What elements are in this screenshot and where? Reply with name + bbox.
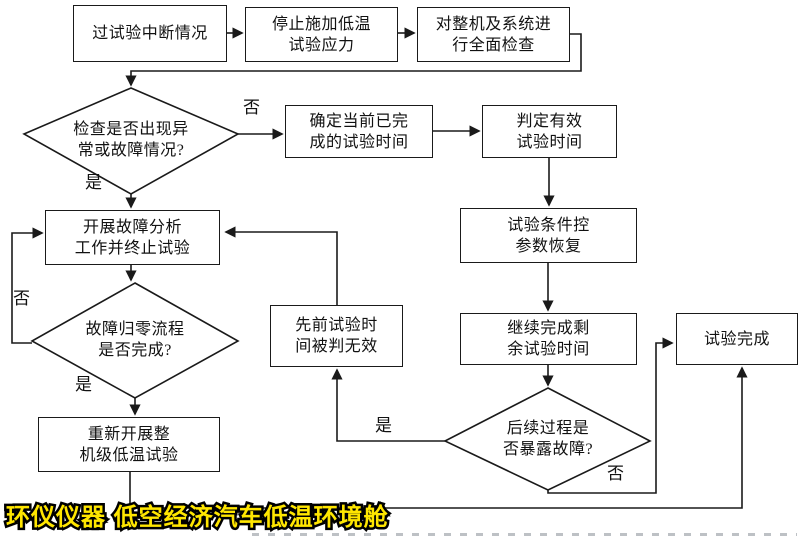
- node-text: 机级低温试验: [79, 446, 179, 464]
- edge-label-yes: 是: [85, 173, 102, 192]
- edge-inspection-to-check: [125, 33, 582, 87]
- node-text: 开展故障分析: [82, 218, 182, 236]
- node-text: 试验完成: [703, 330, 770, 348]
- edge-label-no: 否: [243, 98, 260, 117]
- node-text: 间被判无效: [295, 338, 378, 355]
- node-text: 参数恢复: [515, 237, 582, 255]
- node-stop-stress: 停止施加低温 试验应力: [245, 7, 398, 62]
- decision-check-abnormal: [22, 87, 240, 195]
- node-text: 余试验时间: [507, 341, 590, 358]
- edge-zero-no-loop: [11, 227, 44, 344]
- node-full-inspection: 对整机及系统进 行全面检查: [417, 7, 570, 62]
- node-text: 确定当前已完: [309, 112, 409, 130]
- node-text: 试验时间: [516, 133, 583, 151]
- decision-later-fault: [443, 387, 652, 491]
- decision-zero-process: [30, 282, 240, 399]
- node-text: 继续完成剩: [507, 320, 590, 337]
- edge-label-yes: 是: [75, 375, 92, 394]
- node-text: 试验应力: [288, 36, 355, 54]
- node-text: 先前试验时: [295, 317, 378, 334]
- cutoff-text-sliver: [252, 533, 797, 536]
- node-text: 成的试验时间: [309, 133, 409, 151]
- watermark-text: 环仪仪器 低空经济汽车低温环境舱: [4, 502, 391, 534]
- node-text: 过试验中断情况: [92, 25, 208, 42]
- node-prior-invalid: 先前试验时 间被判无效: [270, 305, 403, 367]
- edge-label-no: 否: [13, 289, 30, 308]
- node-text: 试验条件控: [507, 216, 590, 234]
- node-restart-test: 重新开展整 机级低温试验: [38, 417, 220, 472]
- node-test-complete: 试验完成: [676, 313, 798, 365]
- node-judge-valid-time: 判定有效 试验时间: [482, 105, 617, 158]
- node-text: 对整机及系统进: [435, 15, 552, 33]
- edge-label-no: 否: [607, 464, 624, 483]
- node-fault-analysis: 开展故障分析 工作并终止试验: [45, 210, 220, 265]
- node-test-interrupt: 过试验中断情况: [73, 5, 227, 62]
- node-text: 判定有效: [516, 112, 583, 130]
- edge-invalid-to-analysis: [224, 226, 338, 305]
- edge-label-yes: 是: [375, 416, 392, 435]
- edge-laterfault-yes-to-invalid: [331, 368, 445, 442]
- node-restore-params: 试验条件控 参数恢复: [460, 208, 637, 263]
- node-text: 停止施加低温: [271, 15, 371, 33]
- node-confirm-time: 确定当前已完 成的试验时间: [285, 105, 433, 158]
- edge-laterfault-no-to-complete: [547, 337, 674, 494]
- edge-restart-to-complete: [129, 366, 748, 509]
- node-text: 工作并终止试验: [74, 239, 191, 257]
- node-text: 行全面检查: [452, 36, 535, 54]
- node-text: 重新开展整: [87, 425, 171, 443]
- node-continue-remaining: 继续完成剩 余试验时间: [460, 313, 637, 365]
